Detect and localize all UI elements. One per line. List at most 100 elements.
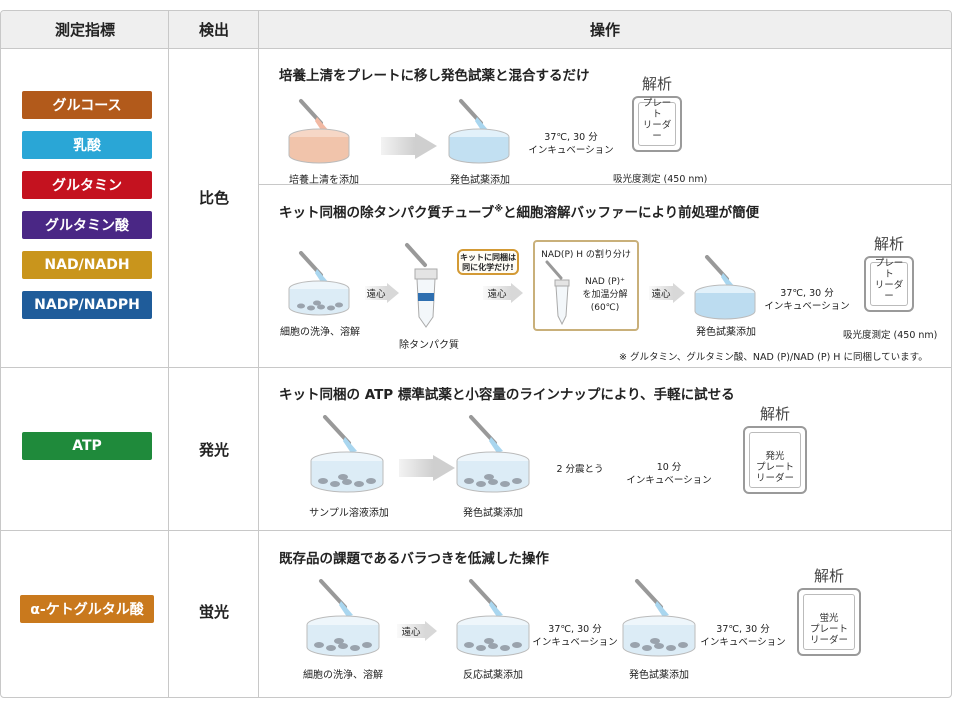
- fl-step1-label: 細胞の洗浄、溶解: [303, 670, 383, 681]
- fl-title: 既存品の課題であるバラつきを低減した操作: [279, 551, 549, 567]
- flow-arrow-icon: [381, 133, 439, 159]
- incubation-label: インキュベーション: [764, 301, 850, 312]
- sub2-title: キット同梱の除タンパク質チューブ※と細胞溶解バッファーにより前処理が簡便: [279, 201, 760, 222]
- badge-nadp: NADP/NADPH: [22, 291, 152, 319]
- plate-reader-icon: 蛍光 プレート リーダー: [797, 588, 861, 656]
- arrow-label: 遠心: [366, 289, 386, 300]
- sub-row-divider: [259, 184, 951, 185]
- kit-bubble: キットに同梱は 同に化学だけ!: [457, 249, 519, 275]
- dish-pink-icon: [288, 99, 350, 164]
- dish-cells-icon: [310, 415, 384, 493]
- arrow-label: 遠心: [401, 627, 421, 638]
- method-luminescence: 発光: [198, 441, 229, 459]
- reader-label: 発光 プレート リーダー: [749, 432, 801, 488]
- sub2-step3-label: 発色試薬添加: [696, 327, 756, 338]
- dish-cells-icon: [288, 251, 350, 316]
- badge-alpha-ketoglutarate: α-ケトグルタル酸: [20, 595, 154, 623]
- box-title: NAD(P) H の割り分け: [541, 250, 631, 260]
- arrow-centrifuge-fl: 遠心: [397, 621, 437, 641]
- arrow-label: 遠心: [651, 289, 671, 300]
- dish-blue-icon: [448, 99, 510, 164]
- dish-blue-icon: [694, 255, 756, 320]
- box-text: NAD (P)⁺ を加温分解 (60℃): [575, 276, 635, 315]
- protein-removal-tube-icon: [405, 243, 438, 328]
- flow-arrow-icon: [399, 455, 457, 481]
- lum-step1-label: サンプル溶液添加: [309, 508, 389, 519]
- arrow-centrifuge-1: 遠心: [365, 283, 399, 303]
- badge-glutamine: グルタミン: [22, 171, 152, 199]
- header-operation: 操作: [259, 11, 951, 49]
- dish-cells-icon: [456, 415, 530, 493]
- box-line: (60℃): [590, 303, 620, 313]
- badge-glucose: グルコース: [22, 91, 152, 119]
- incubation-condition: 37℃, 30 分: [780, 288, 834, 299]
- incubation-label: インキュベーション: [528, 145, 614, 156]
- sub2-absorbance: 吸光度測定 (450 nm): [843, 330, 938, 341]
- sub1-absorbance: 吸光度測定 (450 nm): [613, 174, 708, 185]
- plate-reader-icon: 発光 プレート リーダー: [743, 426, 807, 494]
- fl-analysis: 解析 蛍光 プレート リーダー: [791, 565, 867, 656]
- dish-cells-icon: [622, 579, 696, 657]
- incubation-label: インキュベーション: [700, 637, 786, 648]
- arrow-label: 遠心: [487, 289, 507, 300]
- nadph-split-box: NAD(P) H の割り分け NAD (P)⁺ を加温分解 (60℃): [533, 240, 639, 331]
- incubation-condition: 37℃, 30 分: [548, 624, 602, 635]
- analysis-title: 解析: [813, 567, 844, 585]
- row-divider: [1, 367, 951, 368]
- sub2-step2-label: 除タンパク質: [399, 340, 459, 351]
- header-detection: 検出: [169, 11, 259, 49]
- heat-tube-icon: [545, 260, 570, 326]
- sub1-title: 培養上清をプレートに移し発色試薬と混合するだけ: [279, 68, 590, 84]
- lum-analysis: 解析 発光 プレート リーダー: [737, 403, 813, 494]
- box-line: NAD (P)⁺: [585, 277, 625, 287]
- row-divider: [1, 530, 951, 531]
- sub1-incubation: 37℃, 30 分 インキュベーション: [521, 131, 621, 157]
- incubation-condition: 10 分: [656, 462, 682, 473]
- sub2-step1-label: 細胞の洗浄、溶解: [280, 327, 360, 338]
- fl-incubation-2: 37℃, 30 分 インキュベーション: [695, 623, 791, 649]
- reader-label: 蛍光 プレート リーダー: [803, 594, 855, 650]
- badge-nad: NAD/NADH: [22, 251, 152, 279]
- badge-atp: ATP: [22, 432, 152, 460]
- dish-cells-icon: [306, 579, 380, 657]
- box-line: を加温分解: [582, 290, 628, 300]
- incubation-label: インキュベーション: [532, 637, 618, 648]
- header-indicator: 測定指標: [1, 11, 169, 49]
- sub2-title-b: と細胞溶解バッファーにより前処理が簡便: [502, 205, 760, 221]
- analysis-title: 解析: [873, 235, 904, 253]
- analysis-title: 解析: [641, 75, 672, 93]
- fl-step2-label: 反応試薬添加: [463, 670, 523, 681]
- sub1-analysis: 解析 プレート リーダー: [625, 73, 689, 152]
- method-fluorescence: 蛍光: [198, 603, 229, 621]
- arrow-centrifuge-2: 遠心: [483, 283, 523, 303]
- badge-lactate: 乳酸: [22, 131, 152, 159]
- reader-label: プレート リーダー: [870, 258, 908, 306]
- footnote: ※ グルタミン、グルタミン酸、NAD (P)/NAD (P) H に同梱していま…: [619, 352, 928, 363]
- column-divider: [258, 11, 259, 697]
- sub2-title-sup: ※: [494, 204, 503, 215]
- lum-step2-label: 発色試薬添加: [463, 508, 523, 519]
- fl-step3-label: 発色試薬添加: [629, 670, 689, 681]
- method-colorimetric: 比色: [198, 189, 229, 207]
- sub2-title-a: キット同梱の除タンパク質チューブ: [279, 205, 495, 221]
- assay-table: 測定指標 検出 操作 グルコース 乳酸 グルタミン グルタミン酸 NAD/NAD…: [0, 10, 952, 698]
- reader-label: プレート リーダー: [638, 98, 676, 146]
- incubation-label: インキュベーション: [626, 475, 712, 486]
- plate-reader-icon: プレート リーダー: [632, 96, 682, 152]
- dish-cells-icon: [456, 579, 530, 657]
- incubation-condition: 37℃, 30 分: [716, 624, 770, 635]
- plate-reader-icon: プレート リーダー: [864, 256, 914, 312]
- badge-glutamate: グルタミン酸: [22, 211, 152, 239]
- incubation-condition: 37℃, 30 分: [544, 132, 598, 143]
- sub1-step2-label: 発色試薬添加: [450, 175, 510, 186]
- column-divider: [168, 11, 169, 697]
- arrow-centrifuge-3: 遠心: [649, 283, 685, 303]
- lum-title: キット同梱の ATP 標準試薬と小容量のラインナップにより、手軽に試せる: [279, 387, 735, 403]
- lum-shake: 2 分震とう: [556, 464, 604, 475]
- sub2-analysis: 解析 プレート リーダー: [857, 233, 921, 312]
- analysis-title: 解析: [759, 405, 790, 423]
- sub1-step1-label: 培養上清を添加: [289, 175, 359, 186]
- lum-incubation: 10 分 インキュベーション: [621, 461, 717, 487]
- sub2-incubation: 37℃, 30 分 インキュベーション: [759, 287, 855, 313]
- fl-incubation-1: 37℃, 30 分 インキュベーション: [527, 623, 623, 649]
